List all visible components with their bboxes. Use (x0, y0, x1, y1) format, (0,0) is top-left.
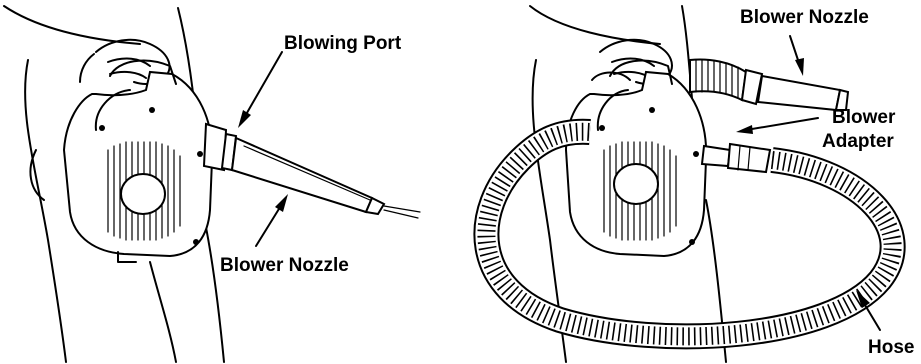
label-hose: Hose (868, 338, 914, 358)
label-blowing-port: Blowing Port (284, 34, 401, 54)
label-blower-adapter-line1: Blower (832, 108, 895, 128)
right-blower-nozzle (690, 60, 848, 111)
left-blower-body (64, 61, 212, 262)
right-figure (486, 6, 892, 362)
label-blower-adapter-line2: Adapter (822, 132, 894, 152)
label-blower-nozzle-right: Blower Nozzle (740, 8, 869, 28)
label-blower-nozzle-left: Blower Nozzle (220, 256, 349, 276)
right-blower-body (566, 61, 706, 256)
blower-adapter (702, 144, 770, 172)
left-blower-nozzle (204, 124, 420, 218)
left-figure (4, 6, 420, 362)
